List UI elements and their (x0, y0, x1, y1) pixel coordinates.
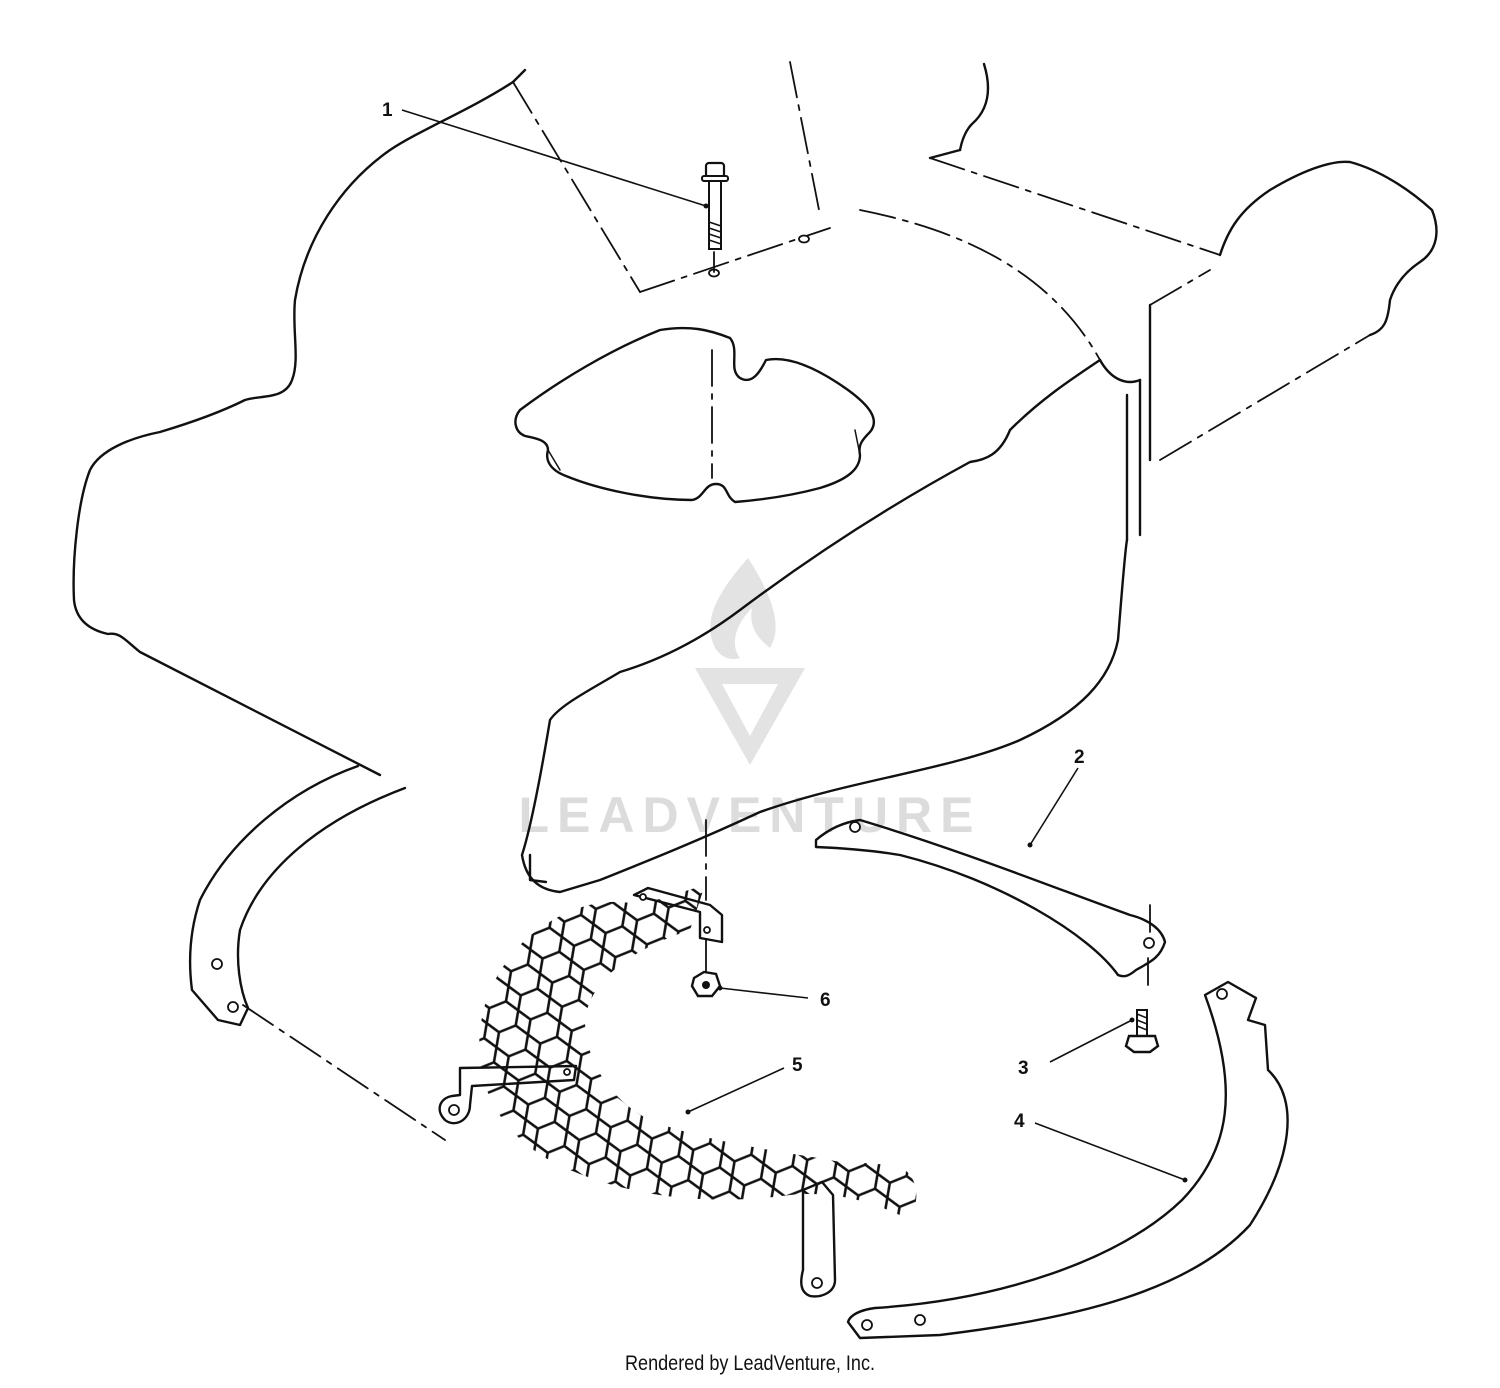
deck-handle-line (929, 157, 1221, 256)
deck-chute-line (859, 209, 1101, 361)
rear-baffle-part (846, 980, 1289, 1340)
callout-labels: 1 2 3 4 5 6 (382, 100, 1085, 1132)
deck-outline (958, 62, 990, 152)
callout-3: 3 (1018, 1058, 1029, 1079)
engine-mount-opening (547, 449, 561, 471)
bolt-part (701, 161, 729, 273)
screw-part (1124, 1009, 1160, 1054)
v-logo-icon (695, 668, 805, 765)
deck-outline (928, 148, 962, 160)
deck-outline (511, 68, 527, 84)
deck-handle (1218, 160, 1438, 337)
deck-mount-hole (798, 234, 810, 244)
callout-4: 4 (1014, 1111, 1025, 1132)
deck-outline (528, 853, 548, 884)
mesh-screen-part (438, 819, 917, 1298)
deck-chute-line (512, 81, 641, 293)
front-baffle-part (814, 818, 1167, 986)
callout-5: 5 (792, 1055, 803, 1076)
callout-leader-3 (1049, 1019, 1133, 1063)
callout-leader-5 (687, 1067, 785, 1113)
callout-leader-2 (1029, 767, 1079, 846)
callout-leader-1 (401, 109, 707, 207)
deck-outline (72, 80, 515, 777)
footer-credit: Rendered by LeadVenture, Inc. (624, 1352, 876, 1375)
callout-6: 6 (820, 990, 831, 1011)
callout-1: 1 (382, 100, 393, 121)
callout-leader-4 (1034, 1122, 1186, 1181)
deck-outline (520, 358, 1129, 894)
left-baffle-part (188, 764, 446, 1141)
deck-chute-line (789, 61, 821, 216)
leadventure-watermark: LEADVENTURE (518, 558, 981, 843)
deck-outline (1098, 358, 1142, 384)
deck-handle-line (1149, 269, 1211, 306)
callout-leader-6 (719, 987, 809, 999)
callout-leaders (401, 109, 1188, 1183)
callout-2: 2 (1074, 747, 1085, 768)
watermark-text: LEADVENTURE (518, 787, 981, 843)
engine-mount-opening (854, 429, 861, 456)
nut-part (690, 939, 722, 998)
mower-deck (72, 61, 1438, 894)
deck-handle-line (1159, 334, 1371, 461)
engine-mount-opening (514, 326, 876, 504)
deck-chute-line (639, 227, 831, 293)
